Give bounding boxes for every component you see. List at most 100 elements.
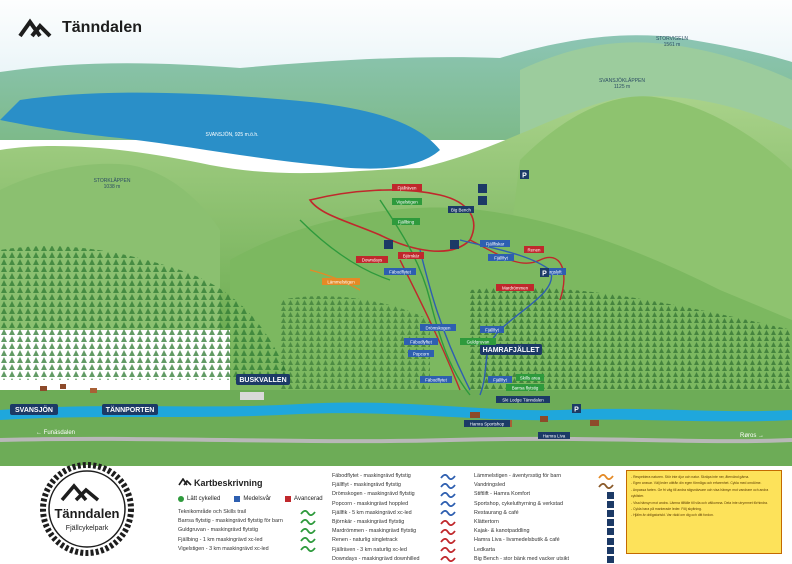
- legend-item: Fäbodflytet - maskingrävd flytstig: [332, 472, 456, 481]
- svg-text:Skills area: Skills area: [520, 376, 541, 381]
- trail-swatch-icon: [300, 537, 316, 544]
- svg-text:Renen: Renen: [528, 248, 541, 253]
- peak-label-storklappen: STORKLÄPPEN: [94, 177, 131, 184]
- brand-title: Tänndalen: [62, 19, 143, 36]
- difficulty-swatch-icon: [285, 496, 292, 502]
- legend-item-label: Lämmelstigen - äventyrsstig för barn: [474, 473, 562, 479]
- rules-note: - Egen ansvar. Välj leder utifrån din eg…: [631, 481, 762, 486]
- trail-swatch-icon: [300, 528, 316, 534]
- svg-text:Popcorn: Popcorn: [413, 352, 430, 357]
- legend-item-label: Drömskogen - maskingrävd flytstig: [332, 491, 415, 498]
- legend-item-label: Hamra Liva - livsmedelsbutik & café: [474, 537, 560, 544]
- svg-text:Bergslyft: Bergslyft: [544, 270, 562, 275]
- difficulty-item: Lätt cykelled: [178, 496, 220, 502]
- legend-item: Vigelstigen - 3 km maskingrävd xc-led: [178, 545, 316, 554]
- difficulty-item: Avancerad: [285, 496, 323, 502]
- poi-symbol-icon: [607, 500, 614, 508]
- trail-swatch-icon: [300, 518, 316, 525]
- legend-heading: Kartbeskrivning: [194, 478, 263, 488]
- trail-label-popcorn: Popcorn: [408, 350, 434, 357]
- svg-text:Björnkär: Björnkär: [403, 254, 420, 259]
- forest-center: [280, 296, 430, 400]
- legend-item: Popcorn - maskingrävd hoppled: [332, 500, 456, 509]
- legend-item-label: Big Bench - stor bänk med vacker utsikt: [474, 555, 569, 562]
- legend-item-label: Barrsa flytstig - maskingrävd flytstig f…: [178, 518, 283, 525]
- trail-swatch-icon: [598, 473, 614, 480]
- forest-right: [470, 287, 792, 420]
- svg-text:Fjällbing: Fjällbing: [398, 220, 415, 225]
- svg-text:TÄNNPORTEN: TÄNNPORTEN: [106, 406, 155, 414]
- legend-item: Kajak- & kanotpaddling: [474, 527, 614, 536]
- place-label-hamrafjallet: HAMRAFJÄLLET: [480, 344, 542, 355]
- poi-label-ski-lodge: Ski Lodge Tänndalen: [496, 396, 550, 403]
- svg-text:Drömskogen: Drömskogen: [426, 326, 451, 331]
- legend-item-label: Fjällfik - 5 km maskingrävd xc-led: [332, 509, 412, 516]
- trail-swatch-icon: [440, 519, 456, 526]
- peak-elev-storvigeln: 1561 m: [664, 42, 681, 48]
- legend-item: Renen - naturlig singletrack: [332, 536, 456, 545]
- trail-label-big-bench: Big Bench: [448, 206, 474, 213]
- legend-item: Ledkarta: [474, 546, 614, 555]
- legend-item: Björnkär - maskingrävd flytstig: [332, 518, 456, 527]
- trail-label-guldgruvan: Guldgruvan: [460, 338, 496, 345]
- rules-note: - Respektera naturen. Stör inte djur och…: [631, 475, 750, 479]
- poi-symbol-icon: [607, 509, 614, 517]
- legend-item: Guldgruvan - maskingrävd flytstig: [178, 526, 316, 535]
- poi-symbol-icon: [607, 491, 614, 499]
- trail-green-2: [299, 219, 391, 281]
- rules-notes: - Respektera naturen. Stör inte djur och…: [626, 470, 782, 554]
- svg-text:P: P: [542, 271, 547, 278]
- svg-text:P: P: [522, 173, 527, 180]
- trail-green-1: [379, 199, 471, 396]
- trail-label-fabodflytet-2: Fäbodflytet: [420, 376, 452, 383]
- forest-left: [0, 246, 290, 380]
- legend-item-label: Fäbodflytet - maskingrävd flytstig: [332, 473, 411, 479]
- legend-item-label: Restaurang & café: [474, 509, 519, 516]
- trail-swatch-icon: [440, 492, 456, 498]
- legend-item-label: Teknikområde och Skills trail: [178, 509, 247, 515]
- trail-label-fjallfiskar: Fjällfiskar: [480, 240, 510, 247]
- trail-label-lammelstigen: Lämmelstigen: [322, 278, 360, 285]
- svg-text:Fjällräven: Fjällräven: [397, 186, 417, 191]
- trail-label-skills-area: Skills area: [516, 374, 544, 381]
- legend-item-label: Fjällflyt - maskingrävd flytstig: [332, 482, 401, 489]
- legend-item-label: Vigelstigen - 3 km maskingrävd xc-led: [178, 545, 269, 552]
- park-logo-sub: Fjällcykelpark: [66, 525, 109, 532]
- legend-item: Vandringsled: [474, 481, 614, 490]
- legend-item: Teknikområde och Skills trail: [178, 508, 316, 517]
- legend-item: Barrsa flytstig - maskingrävd flytstig f…: [178, 517, 316, 526]
- legend-item-label: Stiftlift - Hamra Komfort: [474, 491, 531, 498]
- poi-symbol-icon: [607, 546, 614, 554]
- place-label-svansjon: SVANSJÖN: [10, 404, 58, 415]
- trail-label-barrsa: Barrsa flytstig: [506, 384, 544, 391]
- legend-item-label: Guldgruvan - maskingrävd flytstig: [178, 527, 258, 534]
- rules-note: - Cykla bara på markerade leder. Följ sk…: [631, 507, 702, 512]
- svg-text:Fjällfiyt: Fjällfiyt: [494, 256, 508, 261]
- legend-item-label: Vandringsled: [474, 482, 506, 489]
- trail-label-fabodlyftet: Fäbodlyftet: [404, 338, 438, 345]
- legend-item-label: Kajak- & kanotpaddling: [474, 528, 530, 535]
- svg-text:Lämmelstigen: Lämmelstigen: [327, 280, 355, 285]
- legend-heading-icon: [178, 478, 192, 486]
- difficulty-label: Lätt cykelled: [187, 496, 221, 502]
- trail-label-bergslyft: Bergslyft: [540, 268, 566, 275]
- road-label-roros: Røros →: [740, 433, 764, 439]
- svg-text:Downdays: Downdays: [362, 258, 383, 263]
- legend-item-label: Sportshop, cykeluthyrning & verkstad: [474, 500, 563, 507]
- legend-item-label: Fjällbing - 1 km maskingrävd xc-led: [178, 536, 263, 543]
- difficulty-swatch-icon: [178, 496, 184, 502]
- park-logo: Tänndalen Fjällcykelpark: [40, 462, 134, 556]
- legend-item: Stiftlift - Hamra Komfort: [474, 490, 614, 499]
- legend-item-label: Popcorn - maskingrävd hoppled: [332, 500, 409, 507]
- legend-item: Mardrömmen - maskingrävd flytstig: [332, 527, 456, 536]
- poi-label-hamra-liva: Hamra Liva: [538, 432, 570, 439]
- legend-item-label: Ledkarta: [474, 546, 495, 553]
- svg-text:BUSKVALLEN: BUSKVALLEN: [239, 377, 286, 384]
- trail-swatch-icon: [440, 556, 456, 563]
- svg-text:Hamra Sportshop: Hamra Sportshop: [470, 422, 505, 427]
- rules-note: - Anpassa farten. Ge fri väg till andra …: [631, 487, 769, 499]
- trail-red-3: [469, 239, 565, 301]
